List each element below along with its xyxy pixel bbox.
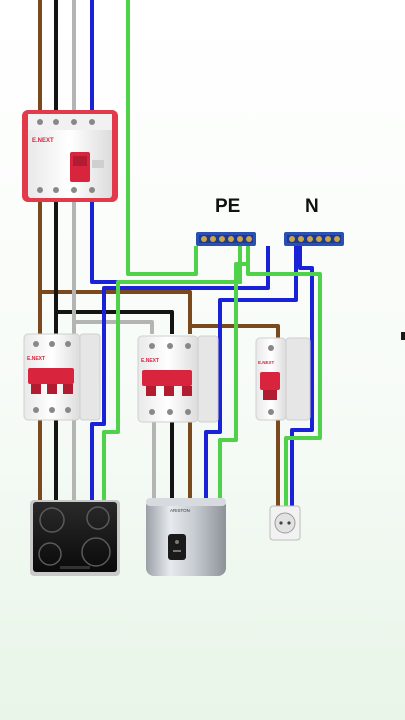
n-label: N: [305, 196, 319, 217]
wire-hob-blue: [90, 246, 270, 502]
wire-supply-green: [126, 0, 198, 276]
wire-socket-blue: [290, 246, 314, 508]
breaker-3p-middle: E.NEXT: [137, 335, 219, 423]
wire-hob-green: [102, 246, 242, 502]
n-busbar: [284, 232, 344, 246]
mcb-middle-brand: E.NEXT: [141, 358, 159, 364]
pe-busbar: [196, 232, 256, 246]
breaker-1p-right: E.NEXT: [255, 337, 311, 421]
boiler-brand: ARISTON: [170, 508, 190, 513]
wire-socket-green: [246, 246, 322, 508]
mcb-small-brand: E.NEXT: [258, 360, 275, 365]
socket-outlet: [269, 505, 301, 541]
wire-rcd-brown: [38, 200, 192, 334]
wire-rcd-grey: [72, 200, 154, 334]
pe-label: PE: [215, 196, 241, 217]
breaker-3p-left: E.NEXT: [23, 333, 101, 421]
water-heater: ARISTON: [146, 498, 226, 576]
rcd-brand: E.NEXT: [32, 138, 54, 144]
wires: [38, 0, 322, 508]
rcd-device: E.NEXT: [22, 110, 118, 202]
wire-boiler-green: [218, 246, 250, 500]
induction-hob: [30, 500, 120, 576]
wire-rcd-black: [54, 200, 174, 334]
wire-boiler-blue: [204, 246, 298, 500]
mcb-left-brand: E.NEXT: [27, 356, 45, 362]
edge-marker: [401, 332, 405, 340]
